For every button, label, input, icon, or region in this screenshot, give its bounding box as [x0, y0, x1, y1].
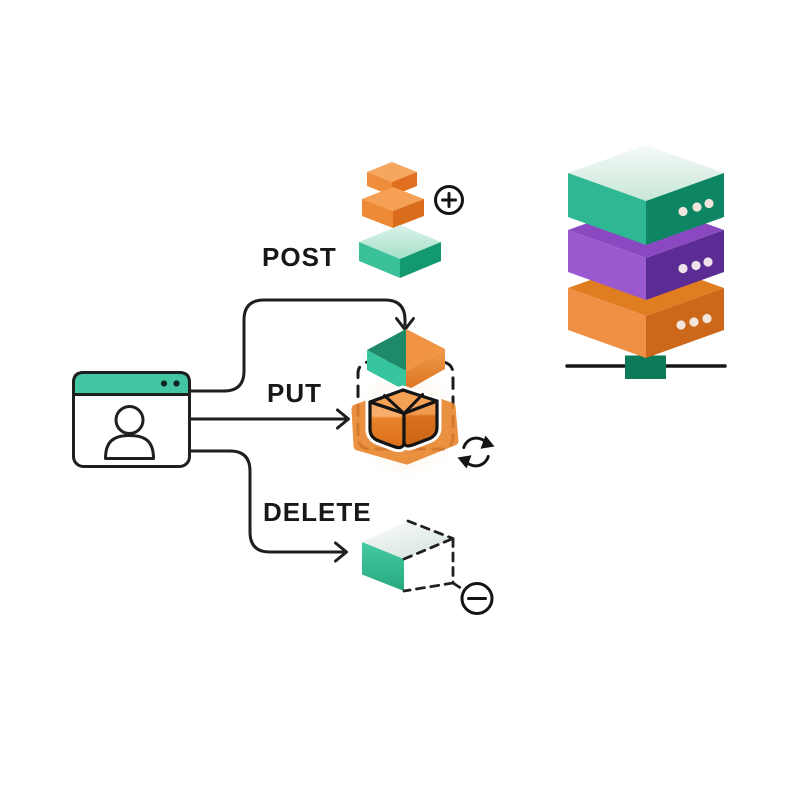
cube-dashed-outline: [402, 519, 466, 593]
cube-medium-orange: [362, 187, 424, 228]
window-header-dot: [173, 380, 180, 387]
server-led: [702, 313, 712, 324]
server-led: [692, 202, 702, 212]
arrowhead-right: [334, 541, 348, 563]
post-label: POST: [262, 242, 337, 272]
server-led: [676, 320, 686, 330]
server-led: [678, 206, 688, 217]
user-icon: [104, 405, 155, 460]
server-stack-icon: [565, 145, 727, 379]
plus-circle-icon: [434, 185, 464, 215]
window-header-dot: [160, 380, 168, 387]
put-target-group: [351, 329, 495, 478]
two-tone-cube-icon: [367, 329, 445, 391]
connector-delete-arrow: [188, 449, 348, 563]
connector-post-arrow: [188, 298, 415, 393]
cube-large-teal: [359, 225, 441, 278]
package-box-icon: [368, 388, 439, 450]
cube-top-face: [362, 521, 453, 559]
server-led: [689, 317, 699, 327]
sync-arrows-icon: [457, 435, 495, 469]
connector-put-arrow: [188, 408, 350, 430]
put-label: PUT: [267, 378, 322, 408]
server-led: [704, 198, 714, 209]
client-browser-window: [72, 371, 191, 468]
server-led: [703, 257, 713, 267]
window-header-bar: [72, 371, 191, 396]
server-stand: [625, 355, 666, 379]
server-led: [678, 263, 688, 274]
server-layer-teal: [568, 145, 724, 245]
dissolving-cube-icon: [362, 519, 466, 593]
server-led: [691, 260, 701, 271]
stacked-cubes-icon: [359, 162, 441, 278]
minus-circle-icon: [460, 582, 494, 615]
arrowhead-down: [395, 317, 415, 331]
delete-label: DELETE: [263, 497, 372, 527]
cube-left-face: [362, 542, 404, 591]
arrowhead-right: [336, 408, 350, 430]
